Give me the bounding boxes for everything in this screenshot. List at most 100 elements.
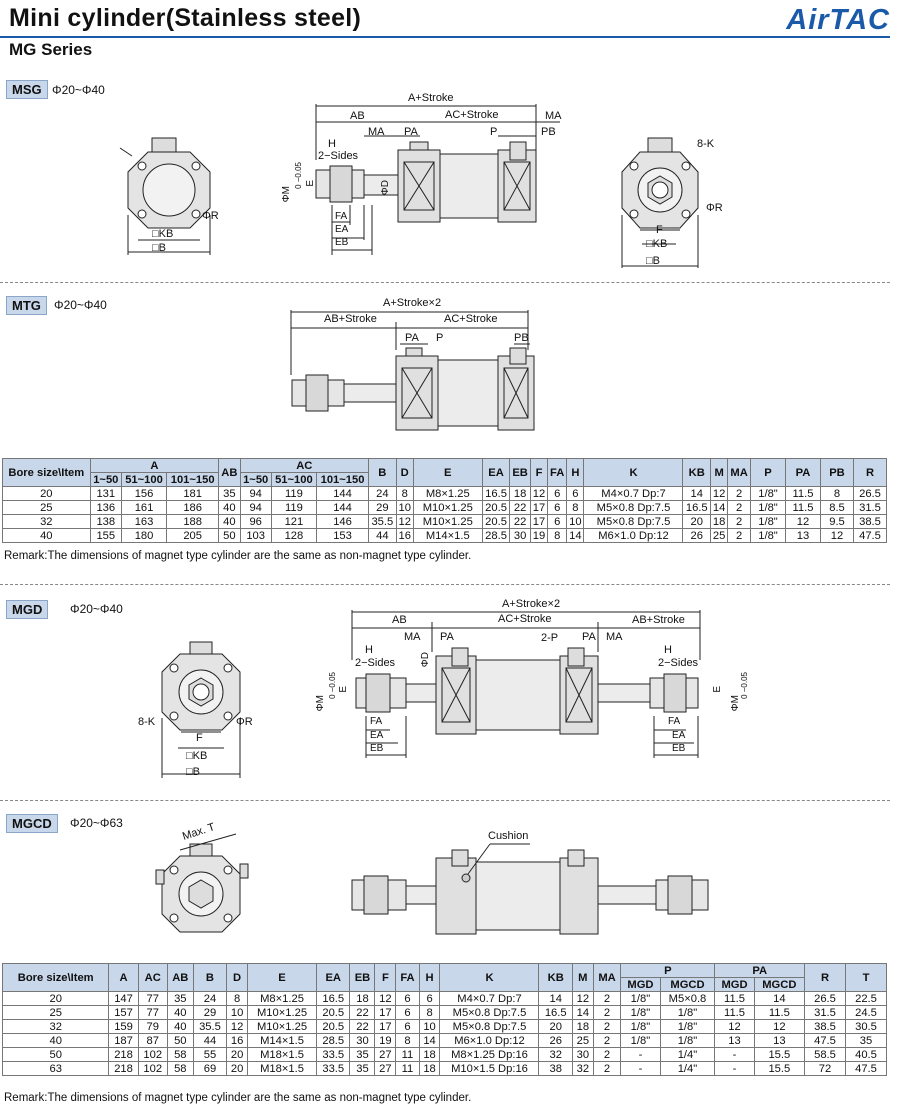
t2-sub-p-mgd: MGD	[620, 977, 661, 992]
table-cell: 10	[226, 1005, 249, 1020]
page-subtitle: MG Series	[9, 40, 93, 59]
table-cell: 11.5	[714, 1005, 755, 1020]
table-cell: 29	[192, 1005, 228, 1020]
msg-dim-a: A+Stroke	[408, 92, 454, 104]
msg-dim-ac: AC+Stroke	[445, 109, 499, 121]
msg-dim-r-right: ΦR	[706, 202, 723, 214]
separator-1	[0, 282, 890, 283]
table-cell: 35.5	[192, 1019, 228, 1034]
table-cell: 12	[529, 486, 549, 501]
table-cell: -	[620, 1047, 661, 1062]
t1-sub-a3: 101~150	[166, 472, 220, 487]
msg-dim-p: P	[490, 126, 498, 138]
table-cell: 19	[374, 1033, 397, 1048]
table-cell: 6	[547, 500, 568, 515]
t2-head-ac: AC	[137, 963, 168, 992]
table-cell: 13	[753, 1033, 806, 1048]
table-cell: 180	[120, 528, 168, 543]
t1-head-pa: PA	[785, 458, 821, 487]
table-cell: 2	[727, 500, 751, 515]
table-cell: 26	[682, 528, 712, 543]
table-cell: 218	[108, 1047, 139, 1062]
table-cell: 2	[592, 1061, 622, 1076]
t2-head-ab: AB	[166, 963, 194, 992]
mgd-dim-ac: AC+Stroke	[498, 613, 552, 625]
table-cell: 31.5	[853, 500, 887, 515]
table-cell: 35	[218, 486, 241, 501]
mtg-dim-p: P	[436, 332, 444, 344]
table-cell: 10	[418, 1019, 441, 1034]
table-cell: 32	[571, 1061, 594, 1076]
mtg-dim-ac: AC+Stroke	[444, 313, 498, 325]
table-cell: 12	[374, 991, 397, 1006]
table-cell: -	[714, 1061, 755, 1076]
table-cell: 155	[89, 528, 122, 543]
table-cell: 24	[192, 991, 228, 1006]
table-cell: 30	[349, 1033, 376, 1048]
table-cell: 18	[418, 1047, 441, 1062]
separator-3	[0, 800, 890, 801]
table-cell: M10×1.25	[247, 1019, 318, 1034]
table-cell: 16.5	[538, 1005, 573, 1020]
table-cell: 20	[682, 514, 712, 529]
table-cell: 1/8"	[750, 500, 786, 515]
table-cell: 35	[166, 991, 194, 1006]
msg-dim-eb: EB	[335, 237, 349, 248]
table-cell: 186	[166, 500, 220, 515]
table-msg-mtg: Bore size\Item A AB AC B D E EA EB F FA …	[2, 458, 887, 543]
t1-head-r: R	[853, 458, 887, 487]
mgd-dim-e-left: E	[338, 686, 349, 693]
table-cell: 163	[120, 514, 168, 529]
table-cell: M10×1.5 Dp:16	[439, 1061, 540, 1076]
table-cell: 2	[727, 528, 751, 543]
msg-dim-b-left: □B	[152, 242, 166, 254]
table-cell: 20	[538, 1019, 573, 1034]
table-cell: 69	[192, 1061, 228, 1076]
table-cell: 94	[239, 486, 272, 501]
table-cell: 147	[108, 991, 139, 1006]
table-cell: 11.5	[785, 500, 821, 515]
t2-head-h: H	[418, 963, 441, 992]
msg-end-view-left	[119, 137, 211, 255]
table-cell: 2	[592, 1005, 622, 1020]
table-cell: 27	[374, 1047, 397, 1062]
table-cell: 12	[785, 514, 821, 529]
table-cell: 27	[374, 1061, 397, 1076]
table-cell: 20	[2, 486, 91, 501]
table-cell: 24.5	[845, 1005, 887, 1020]
table-cell: -	[620, 1061, 661, 1076]
table-cell: 1/8"	[659, 1005, 716, 1020]
t1-head-e: E	[412, 458, 483, 487]
table-cell: M4×0.7 Dp:7	[583, 486, 684, 501]
table-cell: 119	[270, 500, 318, 515]
t2-head-fa: FA	[395, 963, 420, 992]
msg-dim-ma: MA	[368, 126, 385, 138]
table-cell: 22.5	[845, 991, 887, 1006]
t1-sub-a2: 51~100	[120, 472, 168, 487]
table-cell: 14	[538, 991, 573, 1006]
table-cell: 17	[374, 1005, 397, 1020]
t1-remark: Remark:The dimensions of magnet type cyl…	[4, 550, 472, 562]
t1-sub-a1: 1~50	[89, 472, 122, 487]
table-cell: 6	[418, 991, 441, 1006]
table-cell: 25	[710, 528, 729, 543]
table-cell: 11	[395, 1061, 420, 1076]
table-cell: 77	[137, 1005, 168, 1020]
t1-head-p: P	[750, 458, 786, 487]
table-cell: 8	[395, 486, 414, 501]
table-cell: 58	[166, 1061, 194, 1076]
table-cell: M5×0.8 Dp:7.5	[583, 500, 684, 515]
table-cell: 2	[727, 486, 751, 501]
table-cell: 79	[137, 1019, 168, 1034]
table-cell: 18	[571, 1019, 594, 1034]
t1-head-f: F	[529, 458, 549, 487]
table-cell: 33.5	[316, 1047, 351, 1062]
t2-head-a: A	[108, 963, 139, 992]
table-cell: 14	[418, 1033, 441, 1048]
table-cell: 157	[108, 1005, 139, 1020]
mgd-dim-2sides-left: 2−Sides	[355, 657, 396, 669]
table-cell: 18	[418, 1061, 441, 1076]
table-cell: 72	[804, 1061, 846, 1076]
table-cell: 14	[682, 486, 712, 501]
table-cell: 144	[315, 500, 370, 515]
